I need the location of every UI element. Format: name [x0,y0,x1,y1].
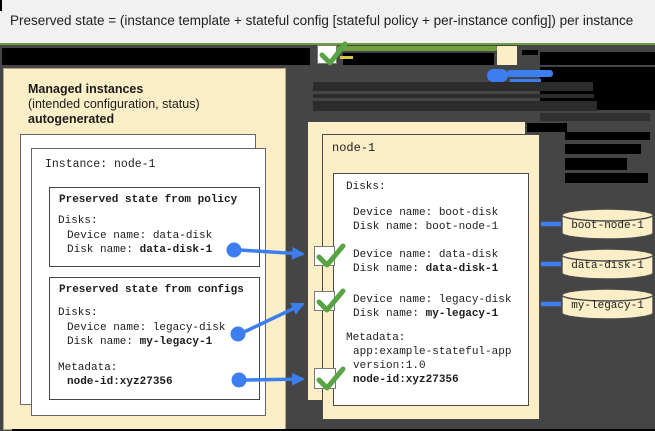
database-cylinder-icon [561,208,654,240]
redacted-text-bar [527,123,567,132]
green-checkmark-icon [316,288,346,313]
disk-name-label: Disk name: [67,336,140,348]
legend-disk-swatch [497,46,517,65]
device-name-line: Device name: data-disk [67,230,213,242]
checkbox-data-disk [314,243,346,268]
policy-box-title: Preserved state from policy [59,194,238,206]
node-panel-title: node-1 [332,141,376,155]
disk-cylinder-boot: boot-node-1 [560,208,655,240]
disk-label: data-disk-1 [571,260,644,272]
redacted-text-bar [540,113,650,121]
metadata-value: node-id:xyz27356 [67,376,173,388]
disk-name-label: Disk name: [353,308,426,320]
formula-banner: Preserved state = (instance template + s… [0,0,655,43]
disk-name-value: my-legacy-1 [425,308,499,320]
configs-box-title: Preserved state from configs [59,284,244,296]
legacy-device-line: Device name: legacy-disk [353,294,512,306]
disk-name-label: Disk name: [67,244,140,256]
green-checkmark-icon [316,243,346,268]
disk-cylinder-legacy: my-legacy-1 [560,288,655,320]
device-name-line: Device name: legacy-disk [67,322,226,334]
preserved-state-configs-box: Preserved state from configs Disks: Devi… [49,277,260,400]
redacted-text-bar [565,144,641,154]
database-cylinder-icon [561,288,654,320]
disk-name-line: Disk name: my-legacy-1 [67,336,212,349]
green-divider-line [0,43,655,45]
data-disk-line: Disk name: data-disk-1 [353,263,498,276]
metadata-node-id: node-id:xyz27356 [353,374,459,386]
legend-green-line [337,46,497,51]
blue-highlight-line [507,70,553,77]
legend-checkbox [317,41,348,66]
boot-device-line: Device name: boot-disk [353,207,499,219]
redacted-text-bar [565,158,627,170]
disk-name-label: Disk name: [353,263,426,275]
blue-highlight-line [510,79,541,82]
disks-heading: Disks: [58,307,98,319]
disk-name-line: Disk name: data-disk-1 [67,244,212,257]
metadata-heading: Metadata: [58,362,118,374]
disk-name-value: data-disk-1 [425,263,499,275]
node-panel: node-1 Disks: Device name: boot-disk Dis… [322,134,540,420]
instance-title: Instance: node-1 [45,158,156,171]
left-panel-subtitle: (intended configuration, status) [28,97,200,111]
database-cylinder-icon [561,248,654,280]
bottom-redaction-strip [12,429,655,431]
legend-equals-dash [340,56,353,59]
left-panel-title: Managed instances [28,82,144,96]
disk-name-value: data-disk-1 [139,244,213,256]
checkbox-legacy-disk [314,288,346,313]
formula-text: Preserved state = (instance template + s… [10,13,634,28]
left-panel-autogenerated: autogenerated [28,112,115,126]
disk-label: boot-node-1 [571,220,644,232]
redacted-text-bar [313,101,597,111]
preserved-state-policy-box: Preserved state from policy Disks: Devic… [49,187,260,267]
metadata-heading: Metadata: [346,332,406,344]
disk-cylinder-data: data-disk-1 [560,248,655,280]
corner-artifact [0,0,2,11]
metadata-app-line: app:example-stateful-app [353,346,512,358]
metadata-version-line: version:1.0 [353,360,426,372]
redacted-text-bar [565,132,650,140]
data-device-line: Device name: data-disk [353,249,499,261]
green-checkmark-icon [316,366,346,391]
legacy-disk-line: Disk name: my-legacy-1 [353,308,498,321]
boot-disk-line: Disk name: boot-node-1 [353,221,499,233]
checkbox-node-id [314,366,346,391]
disks-heading: Disks: [346,181,386,193]
green-checkmark-icon [319,41,348,66]
redacted-text-bar [2,48,310,65]
redacted-text-bar [540,52,655,65]
disk-name-value: my-legacy-1 [139,336,213,348]
redacted-text-bar [565,173,648,183]
node-state-box: Disks: Device name: boot-disk Disk name:… [333,173,529,406]
instance-card: Instance: node-1 Preserved state from po… [31,148,266,416]
redacted-text-bar [313,94,594,98]
managed-instances-panel: Managed instances (intended configuratio… [3,68,286,430]
disk-label: my-legacy-1 [571,300,644,312]
redacted-text-bar [522,50,538,55]
disks-heading: Disks: [58,215,98,227]
blue-highlight-icon [487,69,508,82]
redacted-text-bar [313,82,593,91]
redacted-text-bar [343,53,494,65]
